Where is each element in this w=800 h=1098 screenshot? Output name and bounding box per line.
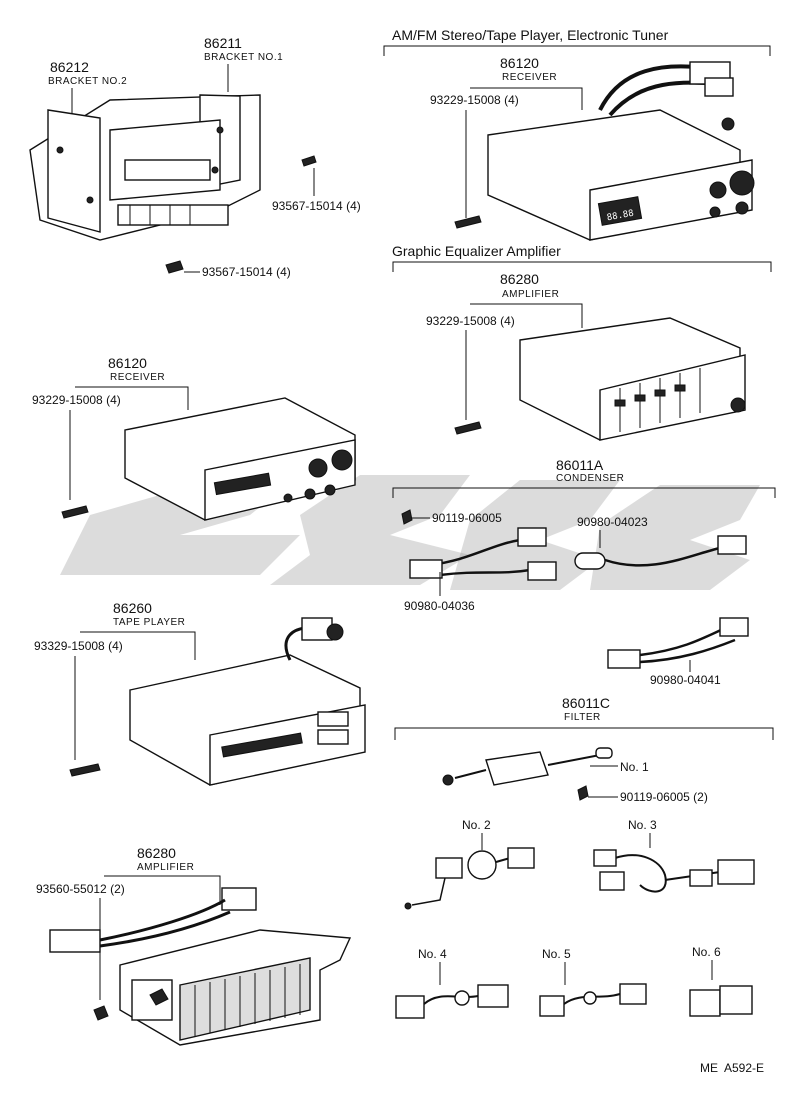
part-number-86280-bottom: 86280 — [137, 845, 176, 861]
part-number-86212: 86212 — [50, 59, 89, 75]
part-name-receiver-left: RECEIVER — [110, 372, 165, 383]
label-screw-93567-a: 93567-15014 (4) — [272, 199, 361, 213]
label-screw-93567-b: 93567-15014 (4) — [202, 265, 291, 279]
label-screw-93229-top: 93229-15008 (4) — [430, 93, 519, 107]
label-condenser-90980-04023: 90980-04023 — [577, 515, 648, 529]
diagram-reference-code: ME A592-E — [700, 1061, 764, 1075]
label-screw-93329: 93329-15008 (4) — [34, 639, 123, 653]
label-filter-no3: No. 3 — [628, 818, 657, 832]
part-number-86280-top: 86280 — [500, 271, 539, 287]
condenser-group: 86011A CONDENSER 90119-06005 90980-04023… — [392, 457, 776, 687]
equalizer-bracket-line — [392, 261, 772, 272]
label-screw-93229-left: 93229-15008 (4) — [32, 393, 121, 407]
label-filter-no5: No. 5 — [542, 947, 571, 961]
label-condenser-90980-04036: 90980-04036 — [404, 599, 475, 613]
part-number-86120-left: 86120 — [108, 355, 147, 371]
receiver-top-group: 86120 RECEIVER 93229-15008 (4) 88.88 — [430, 55, 755, 241]
amplifier-top-group: 86280 AMPLIFIER 93229-15008 (4) — [426, 271, 746, 441]
part-number-86260: 86260 — [113, 600, 152, 616]
tape-player-group: 86260 TAPE PLAYER 93329-15008 (4) — [34, 600, 366, 786]
part-number-86011c: 86011C — [562, 695, 610, 711]
receiver-left-group: 86120 RECEIVER 93229-15008 (4) — [32, 355, 356, 521]
part-name-tape-player: TAPE PLAYER — [113, 617, 185, 628]
part-name-amplifier-bottom: AMPLIFIER — [137, 862, 194, 873]
part-name-receiver-top: RECEIVER — [502, 72, 557, 83]
part-number-86211: 86211 — [204, 35, 242, 51]
label-bolt-90119: 90119-06005 — [432, 511, 502, 525]
label-filter-no1: No. 1 — [620, 760, 649, 774]
label-filter-no2: No. 2 — [462, 818, 491, 832]
part-name-amplifier-top: AMPLIFIER — [502, 289, 559, 300]
screw-93567-a: 93567-15014 (4) — [272, 155, 361, 213]
receiver-display-text: 88.88 — [606, 209, 634, 224]
label-condenser-90980-04041: 90980-04041 — [650, 673, 721, 687]
part-name-bracket-no1: BRACKET NO.1 — [204, 52, 283, 63]
label-filter-no4: No. 4 — [418, 947, 447, 961]
label-filter-no6: No. 6 — [692, 945, 721, 959]
bracket-assembly: 86212 BRACKET NO.2 86211 BRACKET NO.1 — [29, 35, 283, 241]
label-screw-93229-amp: 93229-15008 (4) — [426, 314, 515, 328]
screw-93567-b: 93567-15014 (4) — [165, 260, 291, 279]
part-number-86011a: 86011A — [556, 457, 604, 473]
label-bolt-90119-2: 90119-06005 (2) — [620, 790, 708, 804]
part-name-condenser: CONDENSER — [556, 473, 624, 484]
part-number-86120-top: 86120 — [500, 55, 539, 71]
part-name-filter: FILTER — [564, 712, 601, 723]
equalizer-header: Graphic Equalizer Amplifier — [392, 243, 561, 259]
part-name-bracket-no2: BRACKET NO.2 — [48, 76, 127, 87]
filter-group: 86011C FILTER No. 1 90119-06005 (2) No. … — [394, 695, 774, 1019]
label-screw-93560: 93560-55012 (2) — [36, 882, 125, 896]
am-fm-bracket-line — [383, 45, 771, 56]
amplifier-bottom-group: 86280 AMPLIFIER 93560-55012 (2) — [36, 845, 352, 1046]
am-fm-header: AM/FM Stereo/Tape Player, Electronic Tun… — [392, 27, 669, 43]
